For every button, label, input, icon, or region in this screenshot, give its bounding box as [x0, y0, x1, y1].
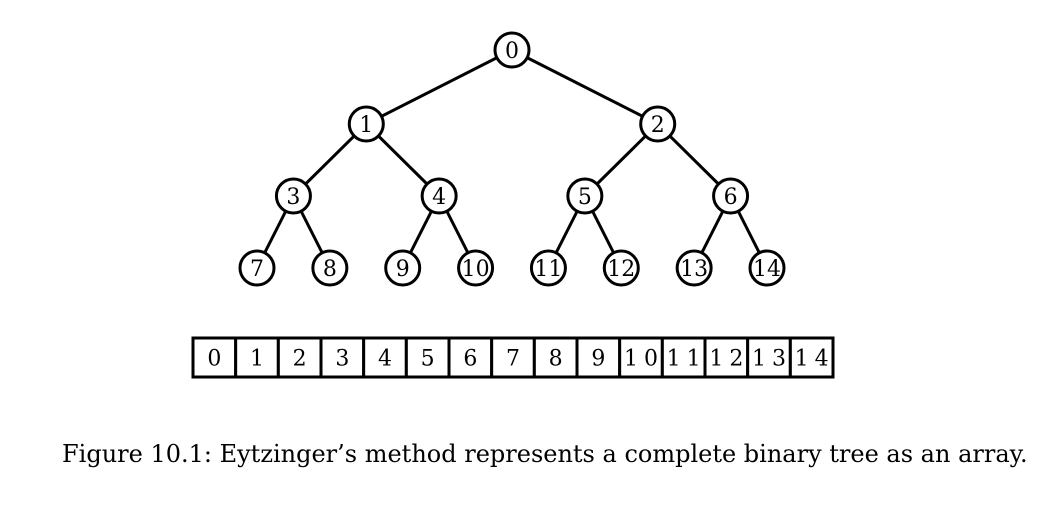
tree-node: 5: [566, 177, 604, 215]
tree-node-label: 11: [534, 257, 562, 282]
tree-node: 11: [529, 249, 567, 287]
array-cell: 10: [618, 336, 664, 379]
tree-node: 8: [311, 249, 349, 287]
tree-node-label: 9: [396, 257, 410, 282]
tree-node-circle: [712, 177, 750, 215]
array-cell: 1: [234, 336, 280, 379]
tree-node-label: 12: [607, 257, 635, 282]
tree-node-circle: [311, 249, 349, 287]
tree-node: 4: [420, 177, 458, 215]
array-cell-label: 0: [207, 347, 221, 372]
array-cell-box: [532, 336, 579, 379]
tree-node: 2: [639, 105, 677, 143]
array-cell-box: [660, 336, 707, 379]
array-cell: 9: [575, 336, 622, 379]
tree-node-circle: [457, 249, 495, 287]
array-cell: 3: [319, 336, 366, 379]
tree-node: 1: [347, 105, 385, 143]
tree-node: 7: [238, 249, 276, 287]
array-cell: 0: [191, 336, 238, 379]
tree-node-label: 13: [680, 257, 708, 282]
tree-node: 9: [384, 249, 422, 287]
tree-edges: [255, 48, 769, 269]
tree-node: 14: [748, 249, 786, 287]
tree-node: 3: [274, 177, 312, 215]
array-cell: 11: [660, 336, 707, 379]
array-cell: 13: [746, 336, 792, 379]
array-cell-box: [746, 336, 792, 379]
tree-node-circle: [238, 249, 276, 287]
tree-node: 12: [602, 249, 640, 287]
array-cell-box: [575, 336, 622, 379]
array-cell-box: [404, 336, 451, 379]
array-cell: 12: [703, 336, 750, 379]
tree-node: 6: [712, 177, 750, 215]
tree-node-label: 5: [578, 185, 592, 210]
array-cell-box: [788, 336, 835, 379]
array-cell-label: 7: [506, 347, 520, 372]
array-cell-label: 8: [549, 347, 563, 372]
tree-node-label: 10: [462, 257, 490, 282]
tree-node-label: 3: [286, 185, 300, 210]
tree-node-label: 2: [651, 113, 665, 138]
array-cell: 5: [404, 336, 451, 379]
array-cell-box: [319, 336, 366, 379]
tree-node-circle: [384, 249, 422, 287]
tree-node-circle: [420, 177, 458, 215]
figure-caption: Figure 10.1: Eytzinger’s method represen…: [62, 440, 1028, 468]
tree-node-circle: [274, 177, 312, 215]
tree-node-circle: [529, 249, 567, 287]
array-cell-label: 9: [591, 347, 605, 372]
array-cell: 2: [276, 336, 323, 379]
tree-node: 0: [493, 31, 531, 69]
tree-node-label: 7: [250, 257, 264, 282]
array-cell-label: 1: [250, 347, 264, 372]
tree-node-circle: [675, 249, 713, 287]
tree-node-label: 6: [724, 185, 738, 210]
tree-node-circle: [566, 177, 604, 215]
array-cell: 4: [362, 336, 408, 379]
tree-edge: [511, 48, 659, 126]
tree-node-label: 14: [753, 257, 781, 282]
array-cell-label: 4: [378, 347, 392, 372]
tree-edge: [365, 48, 513, 126]
tree-node-label: 1: [359, 113, 373, 138]
tree-node-circle: [639, 105, 677, 143]
tree-node-label: 8: [323, 257, 337, 282]
tree-node: 10: [457, 249, 495, 287]
tree-node-circle: [602, 249, 640, 287]
tree-node: 13: [675, 249, 713, 287]
array-cell: 6: [447, 336, 494, 379]
array-cell: 8: [532, 336, 579, 379]
tree-node-circle: [347, 105, 385, 143]
array-cell-box: [618, 336, 664, 379]
array-cell: 14: [788, 336, 835, 379]
array-cell-label: 6: [463, 347, 477, 372]
tree-node-circle: [748, 249, 786, 287]
tree-node-label: 4: [432, 185, 446, 210]
tree-node-label: 0: [505, 39, 519, 64]
array-cell-label: 5: [421, 347, 435, 372]
array-cell-label: 2: [293, 347, 307, 372]
array-cell-label: 3: [335, 347, 349, 372]
tree-node-circle: [493, 31, 531, 69]
array-cell: 7: [490, 336, 536, 379]
